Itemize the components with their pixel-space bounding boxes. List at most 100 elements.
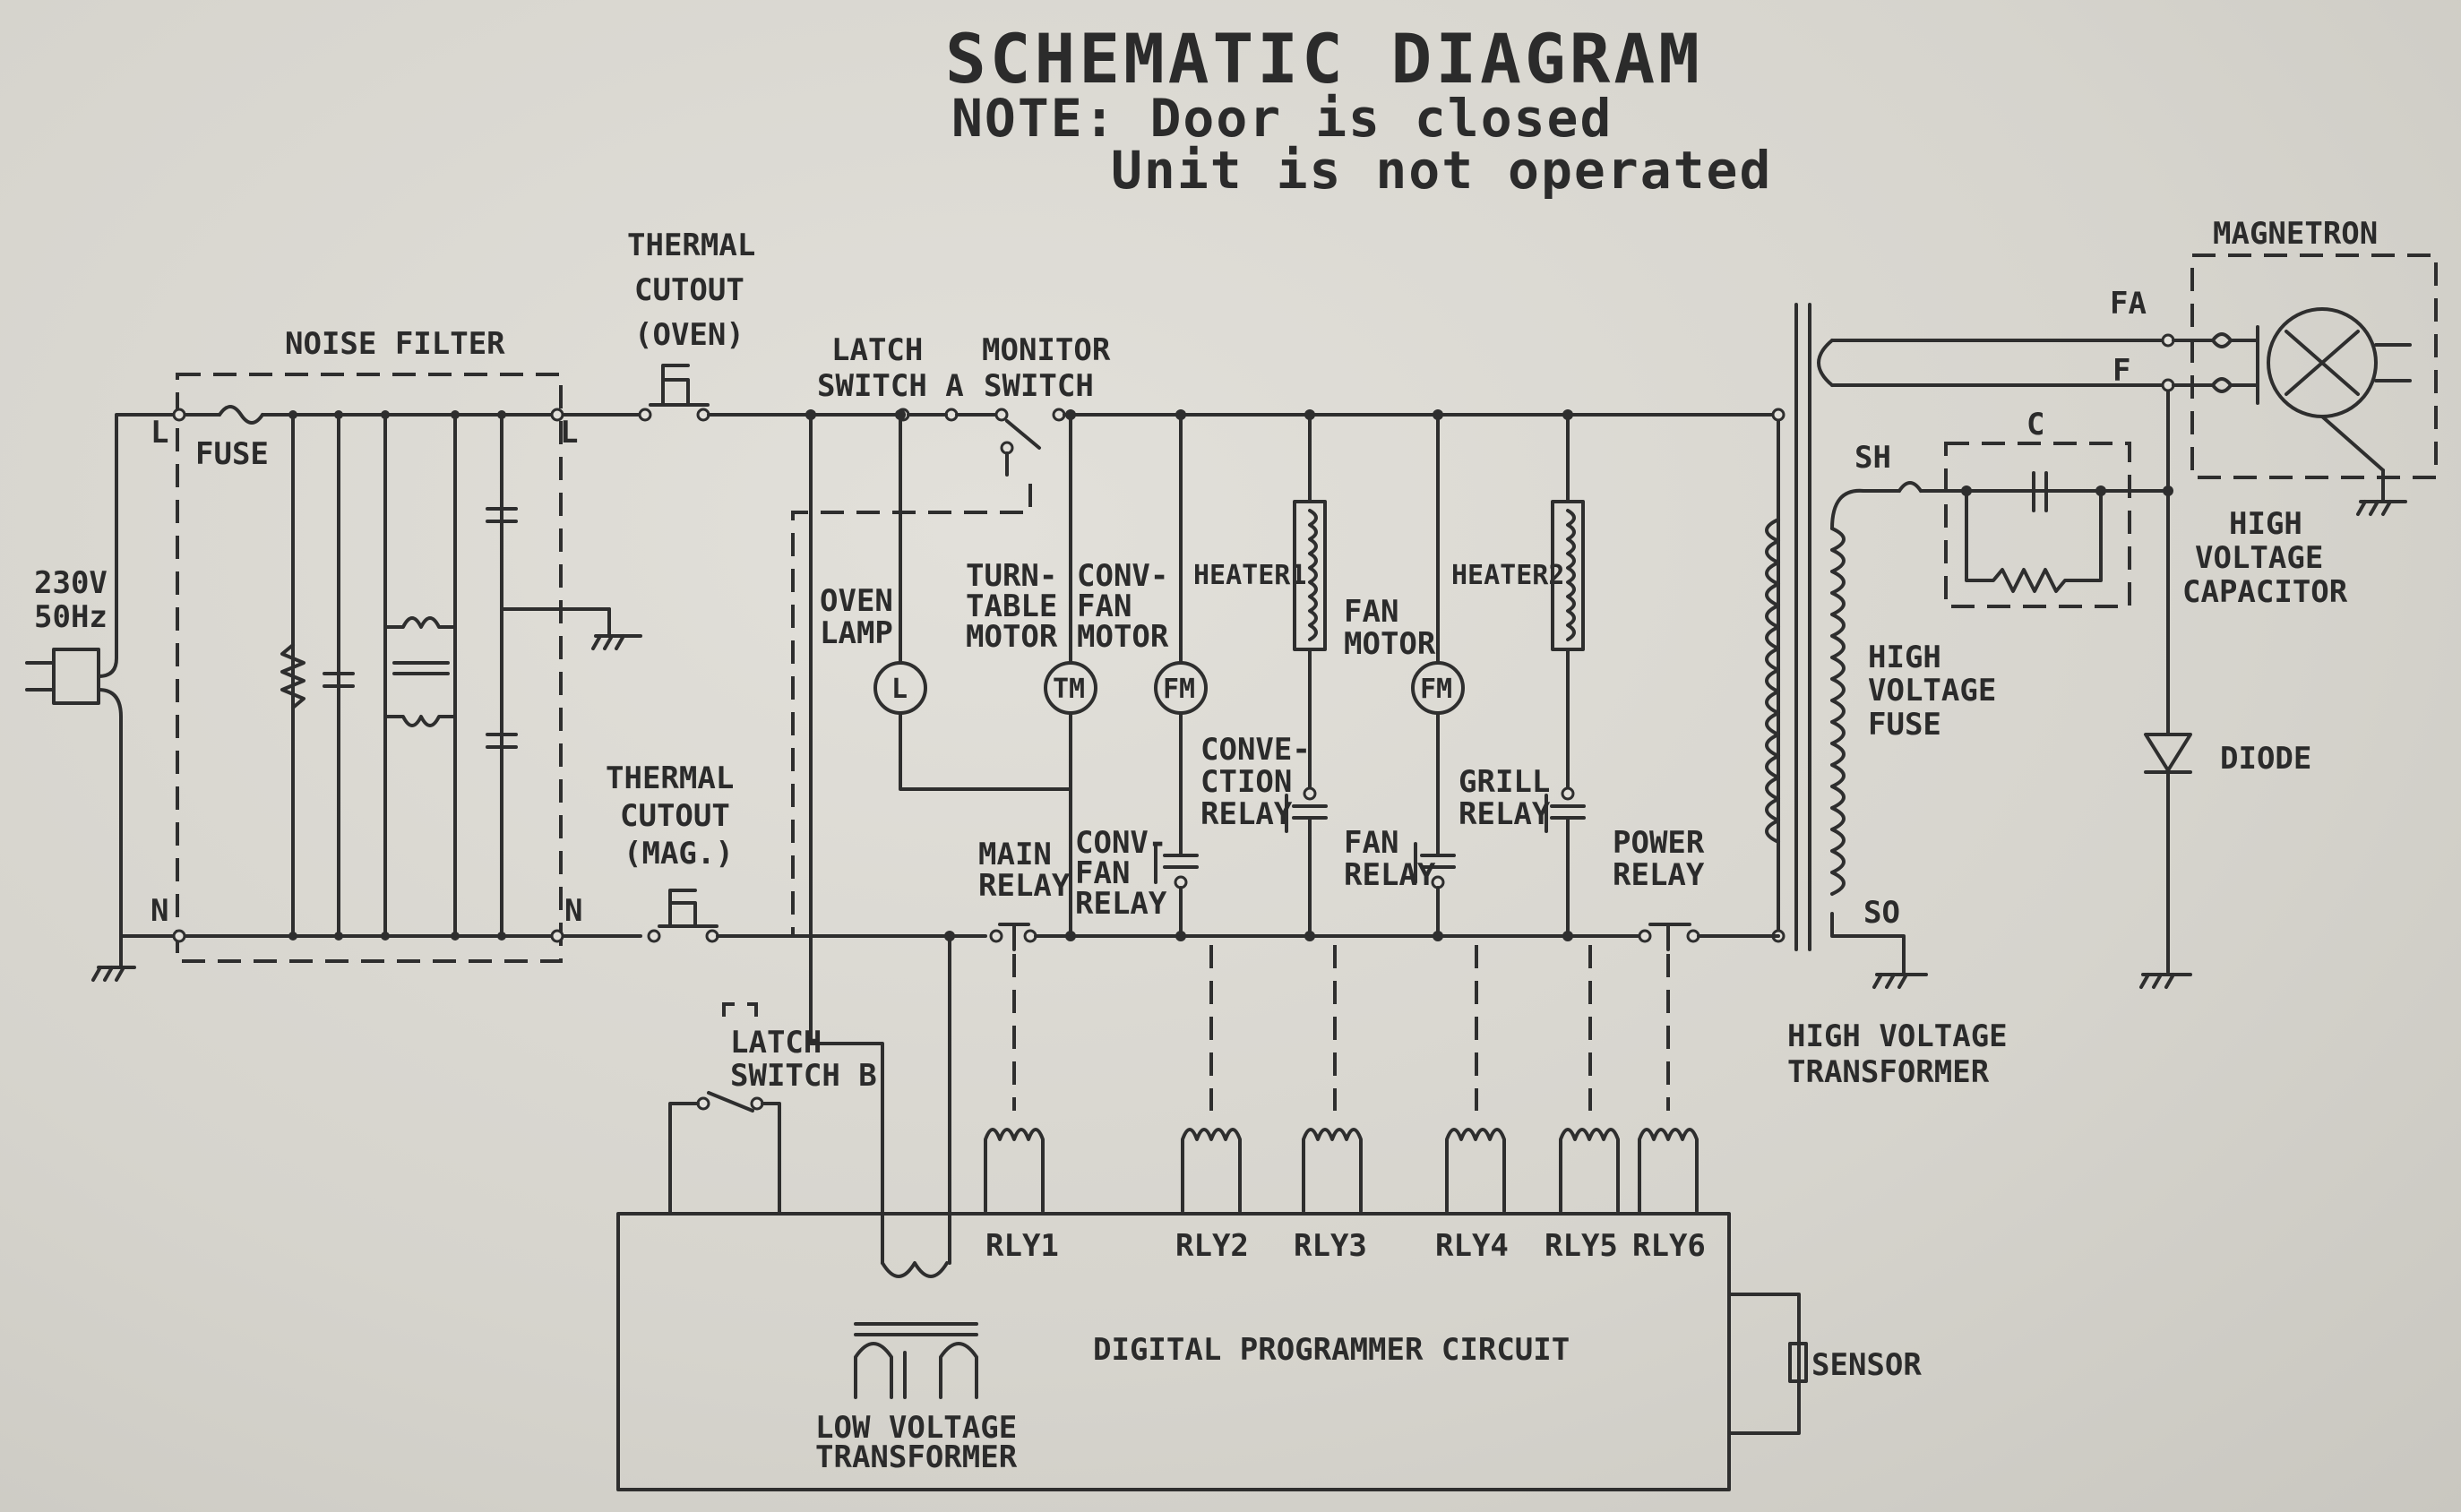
ground-icon	[591, 634, 642, 650]
hv-fuse-label-2: VOLTAGE	[1868, 673, 1996, 709]
thermal-mag-label-2: CUTOUT	[620, 798, 730, 834]
supply-frequency-label: 50Hz	[34, 599, 108, 635]
relay-label-rly5: RLY5	[1545, 1228, 1618, 1264]
fan-relay-label-1: FAN	[1344, 825, 1398, 861]
relay-coil-rly5-icon	[1559, 1128, 1620, 1213]
turntable-motor-symbol: TM	[1053, 674, 1085, 705]
ground-icon	[2139, 973, 2192, 989]
convfan-relay-label-2: FAN	[1075, 855, 1130, 891]
ground-icon	[1872, 973, 1928, 989]
lvt-label-2: TRANSFORMER	[815, 1439, 1018, 1475]
main-relay-label-2: RELAY	[978, 868, 1071, 904]
latch-b-label-2: SWITCH B	[730, 1058, 877, 1094]
resistor-icon	[280, 643, 305, 709]
sh-label: SH	[1854, 440, 1891, 476]
grill-relay-label-2: RELAY	[1459, 796, 1551, 832]
convfan-relay-label-1: CONV-	[1075, 825, 1166, 861]
oven-lamp-label-2: LAMP	[820, 615, 893, 651]
lvt-label-1: LOW VOLTAGE	[815, 1410, 1017, 1446]
heater2-label: HEATER2	[1451, 560, 1564, 591]
convection-relay-contact-icon	[1285, 786, 1328, 833]
diode-icon	[2144, 733, 2192, 774]
conv-fan-motor-symbol: FM	[1163, 674, 1195, 705]
hvt-label-2: TRANSFORMER	[1787, 1054, 1990, 1090]
note-line-2: Unit is not operated	[1111, 140, 1772, 201]
thermal-mag-label-1: THERMAL	[606, 760, 734, 796]
high-voltage-transformer-icon	[1765, 303, 2165, 951]
turntable-label-1: TURN-	[966, 558, 1057, 594]
turntable-label-3: MOTOR	[966, 619, 1058, 655]
thermal-cutout-mag-icon	[647, 889, 719, 943]
power-relay-label-1: POWER	[1613, 825, 1705, 861]
monitor-switch-icon	[1005, 419, 1041, 450]
hv-cap-label-1: HIGH	[2229, 506, 2302, 542]
thermal-oven-label-2: CUTOUT	[634, 272, 744, 308]
fan-motor-symbol: FM	[1420, 674, 1452, 705]
conv-relay-label-3: RELAY	[1200, 796, 1293, 832]
hv-fuse-label-3: FUSE	[1868, 707, 1941, 743]
relay-coil-rly1-icon	[984, 1128, 1045, 1213]
conv-relay-label-1: CONVE-	[1200, 732, 1311, 768]
hv-fuse-label-1: HIGH	[1868, 640, 1941, 675]
fuse-label: FUSE	[195, 436, 269, 472]
magnetron-icon	[2172, 307, 2412, 503]
heater1-label: HEATER1	[1193, 560, 1306, 591]
relay-label-rly3: RLY3	[1294, 1228, 1367, 1264]
diode-label: DIODE	[2220, 741, 2311, 777]
oven-lamp-label-1: OVEN	[820, 583, 893, 619]
relay-coil-rly6-icon	[1638, 1128, 1699, 1213]
capacitor-c-label: C	[2026, 407, 2044, 442]
latch-a-label-2: SWITCH A	[817, 368, 964, 404]
digital-programmer-circuit-box	[616, 1212, 1731, 1491]
fuse-icon	[218, 405, 264, 425]
hvt-label-1: HIGH VOLTAGE	[1787, 1018, 2008, 1054]
filter-n-label: N	[564, 893, 582, 929]
fan-motor-label-2: MOTOR	[1344, 626, 1436, 662]
power-relay-label-2: RELAY	[1613, 857, 1705, 893]
ground-icon	[2356, 500, 2407, 516]
sensor-icon	[1788, 1342, 1808, 1383]
conv-relay-label-2: CTION	[1200, 764, 1292, 800]
low-voltage-transformer-icon	[854, 1322, 978, 1399]
noise-filter-label: NOISE FILTER	[285, 326, 505, 362]
relay-label-rly1: RLY1	[985, 1228, 1059, 1264]
monitor-label-1: MONITOR	[982, 332, 1111, 368]
hv-fuse-icon	[1897, 481, 1923, 493]
f-label: F	[2113, 353, 2130, 389]
monitor-label-2: SWITCH	[984, 368, 1094, 404]
digital-programmer-label: DIGITAL PROGRAMMER CIRCUIT	[1093, 1332, 1570, 1368]
conv-fan-motor-label-2: FAN	[1077, 588, 1132, 624]
power-relay-contact-icon	[1638, 923, 1700, 951]
conv-fan-motor-label-3: MOTOR	[1077, 619, 1169, 655]
noise-filter-box	[176, 373, 563, 963]
fan-motor-label-1: FAN	[1344, 594, 1398, 630]
ground-icon	[91, 966, 136, 982]
choke-coil-icon	[383, 616, 457, 629]
relay-label-rly4: RLY4	[1435, 1228, 1509, 1264]
power-plug-icon	[25, 413, 181, 969]
magnetron-label: MAGNETRON	[2213, 216, 2378, 252]
thermal-mag-label-3: (MAG.)	[624, 836, 734, 872]
thermal-oven-label-1: THERMAL	[627, 228, 755, 263]
line-terminal-label: L	[151, 415, 168, 451]
hv-cap-label-2: VOLTAGE	[2195, 540, 2323, 576]
main-relay-label-1: MAIN	[978, 837, 1052, 872]
latch-b-label-1: LATCH	[730, 1025, 822, 1061]
relay-coil-rly2-icon	[1181, 1128, 1242, 1213]
hv-capacitor-icon	[1965, 471, 2103, 593]
fan-relay-label-2: RELAY	[1344, 857, 1436, 893]
hv-capacitor-box	[1944, 442, 2131, 608]
relay-coil-rly3-icon	[1302, 1128, 1363, 1213]
relay-coil-rly4-icon	[1445, 1128, 1506, 1213]
relay-label-rly2: RLY2	[1175, 1228, 1249, 1264]
note-line-1: NOTE: Door is closed	[951, 88, 1613, 149]
convfan-relay-label-3: RELAY	[1075, 886, 1167, 922]
neutral-terminal-label: N	[151, 893, 168, 929]
hv-cap-label-3: CAPACITOR	[2182, 574, 2348, 610]
diagram-title: SCHEMATIC DIAGRAM	[945, 19, 1703, 99]
thermal-oven-label-3: (OVEN)	[634, 317, 744, 353]
so-label: SO	[1863, 895, 1900, 931]
conv-fan-motor-label-1: CONV-	[1077, 558, 1168, 594]
